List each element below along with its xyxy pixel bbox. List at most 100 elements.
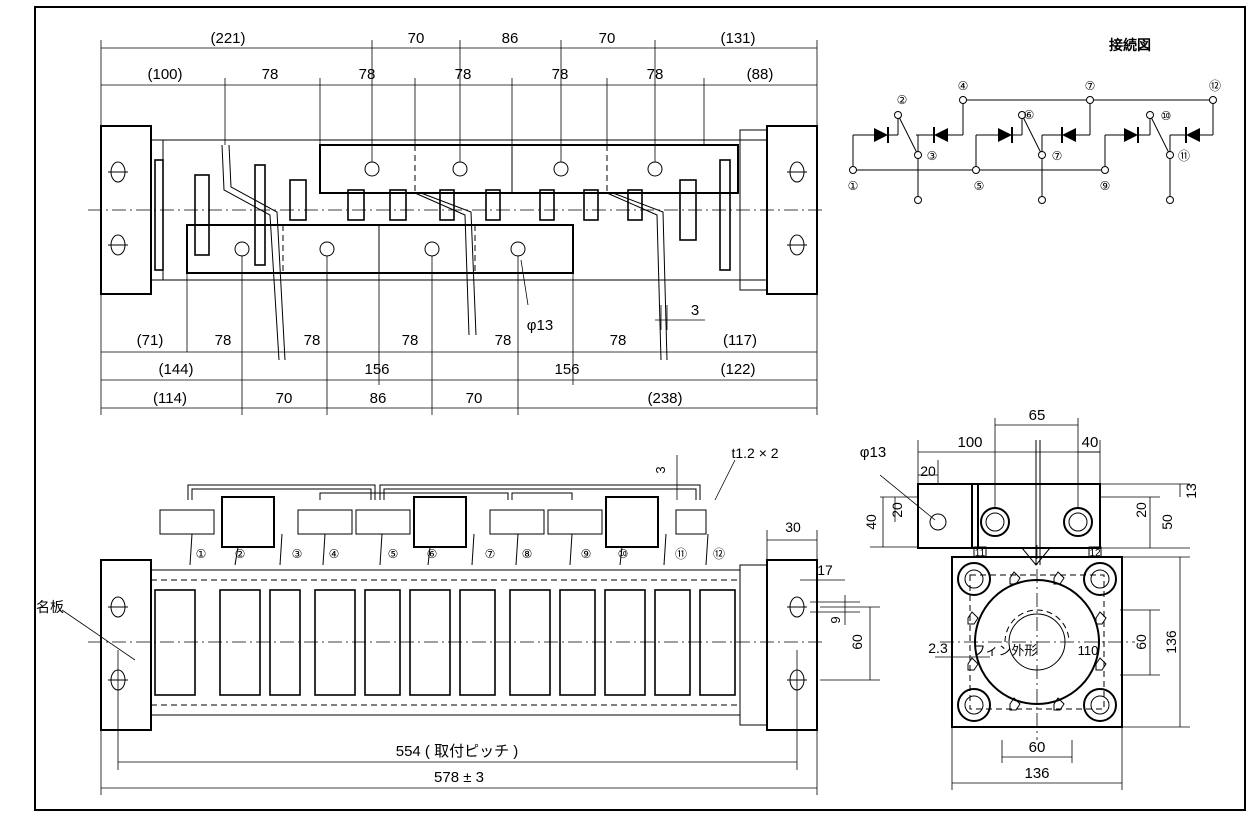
schem-term-10: ⑩ — [1161, 109, 1172, 123]
side-dim-3: 3 — [653, 466, 668, 473]
term-12: ⑫ — [713, 547, 725, 561]
dim-78-3: 78 — [455, 66, 472, 83]
end-dim-2-3: 2.3 — [928, 640, 948, 656]
overall-length-dim: 578 ± 3 — [434, 769, 484, 786]
dim-lower-78-3: 78 — [402, 332, 419, 349]
connection-schematic: 接続図 — [848, 37, 1221, 204]
schematic-title: 接続図 — [1109, 37, 1151, 53]
term-7: ⑦ — [485, 547, 496, 561]
schem-term-1: ① — [848, 179, 859, 193]
dim-78-5: 78 — [647, 66, 664, 83]
dim-117: (117) — [723, 332, 757, 349]
dim-lower-86: 86 — [370, 390, 387, 407]
term-6: ⑥ — [427, 547, 438, 561]
dim-lower-78-2: 78 — [304, 332, 321, 349]
end-view-labels: 65 100 40 φ13 20 40 20 20 13 50 60 136 2… — [860, 407, 1199, 782]
dim-3-top: 3 — [691, 302, 699, 319]
end-dim-40-left: 40 — [863, 514, 879, 530]
dim-70-b: 70 — [599, 30, 616, 47]
term-11: ⑪ — [675, 547, 687, 561]
dim-78-4: 78 — [552, 66, 569, 83]
schem-term-12: ⑫ — [1209, 79, 1221, 93]
dim-221: (221) — [210, 30, 245, 47]
end-dim-110: 110 — [1078, 643, 1099, 658]
end-dim-20-right: 20 — [1133, 502, 1149, 518]
dim-78-2: 78 — [359, 66, 376, 83]
dim-lower-78-1: 78 — [215, 332, 232, 349]
side-dim-60: 60 — [849, 634, 865, 650]
side-view-fins — [154, 589, 736, 696]
schem-term-2: ② — [897, 93, 908, 107]
dim-lower-78-4: 78 — [495, 332, 512, 349]
side-view — [61, 455, 880, 795]
dim-78-1: 78 — [262, 66, 279, 83]
end-tag-11: 11 — [975, 548, 986, 559]
side-dim-17: 17 — [817, 562, 833, 578]
end-dim-20-top: 20 — [920, 463, 936, 479]
drawing-frame — [34, 6, 1246, 811]
term-2: ② — [235, 547, 246, 561]
schem-term-9: ⑨ — [1100, 179, 1111, 193]
dim-71: (71) — [137, 332, 164, 349]
schem-term-7: ⑦ — [1052, 149, 1063, 163]
side-view-tabs — [189, 533, 709, 566]
top-view-dimensions: (221) 70 86 70 (131) (100) 78 78 78 78 7… — [137, 30, 774, 407]
diode-symbols — [874, 127, 1200, 143]
dim-131: (131) — [720, 30, 755, 47]
dim-238: (238) — [647, 390, 682, 407]
schem-term-5: ⑤ — [974, 179, 985, 193]
end-dim-65: 65 — [1029, 407, 1046, 424]
mounting-pitch-dim: 554 ( 取付ピッチ ) — [396, 743, 519, 760]
term-9: ⑨ — [581, 547, 592, 561]
term-3: ③ — [292, 547, 303, 561]
term-4: ④ — [329, 547, 340, 561]
side-dim-9: 9 — [828, 616, 843, 623]
dim-156-a: 156 — [364, 361, 389, 378]
dim-lower-70-b: 70 — [466, 390, 483, 407]
schem-term-8: ⑦ — [1085, 79, 1096, 93]
schematic-nodes — [849, 96, 1217, 204]
end-dim-136-bottom: 136 — [1024, 765, 1049, 782]
side-view-terminal-blocks — [159, 496, 707, 548]
dim-86: 86 — [502, 30, 519, 47]
end-dim-136-right: 136 — [1163, 630, 1179, 654]
top-view-fins — [154, 159, 731, 271]
dim-122: (122) — [720, 361, 755, 378]
end-dim-20-left: 20 — [889, 502, 905, 518]
dim-144: (144) — [158, 361, 193, 378]
end-view — [870, 418, 1190, 790]
side-dim-30: 30 — [785, 519, 801, 535]
phi13-top-label: φ13 — [527, 317, 553, 334]
end-dim-60-right: 60 — [1133, 634, 1149, 650]
side-view-slot-holes — [108, 596, 807, 691]
term-10: ⑩ — [618, 547, 629, 561]
end-view-corner-bolts — [957, 562, 1117, 722]
top-view-slot-holes — [108, 161, 807, 256]
top-view-extension-lines — [100, 40, 818, 415]
term-8: ⑧ — [522, 547, 533, 561]
dim-100: (100) — [147, 66, 182, 83]
end-dim-50: 50 — [1159, 514, 1175, 530]
end-tag-12: 12 — [1089, 548, 1101, 559]
dim-156-b: 156 — [554, 361, 579, 378]
end-dim-100: 100 — [957, 434, 982, 451]
dim-70-a: 70 — [408, 30, 425, 47]
end-dim-60-bottom: 60 — [1029, 739, 1046, 756]
dim-lower-78-5: 78 — [610, 332, 627, 349]
schem-term-6: ⑥ — [1024, 108, 1035, 122]
thickness-label: t1.2 × 2 — [731, 445, 778, 461]
fin-outline-label: フィン外形 — [973, 643, 1038, 658]
nameplate-label: 名板 — [36, 599, 64, 615]
schem-term-3: ③ — [927, 149, 938, 163]
dim-lower-70-a: 70 — [276, 390, 293, 407]
schem-term-4: ④ — [958, 79, 969, 93]
end-dim-13: 13 — [1183, 483, 1199, 499]
dim-88: (88) — [747, 66, 774, 83]
side-view-labels: ① ② ③ ④ ⑤ ⑥ ⑦ ⑧ ⑨ ⑩ ⑪ ⑫ 名板 t1.2 × 2 3 30… — [36, 445, 865, 786]
end-dim-40: 40 — [1082, 434, 1099, 451]
end-view-hex-nuts — [967, 571, 1107, 711]
term-1: ① — [196, 547, 207, 561]
top-view — [88, 40, 825, 415]
term-5: ⑤ — [388, 547, 399, 561]
